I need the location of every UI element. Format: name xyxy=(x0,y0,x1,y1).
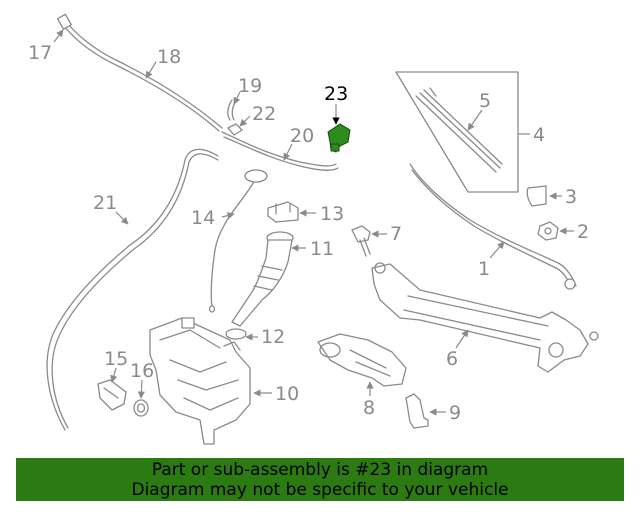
parts-diagram: 17 18 19 22 20 23 5 4 3 2 1 21 1 xyxy=(28,13,599,445)
callout-1: 1 xyxy=(478,258,490,280)
pump-15 xyxy=(97,379,127,411)
hose-21 xyxy=(46,148,219,431)
callouts: 17 18 19 22 20 23 5 4 3 2 1 21 1 xyxy=(28,29,589,424)
callout-17: 17 xyxy=(28,42,52,64)
callout-20: 20 xyxy=(290,125,314,147)
callout-14: 14 xyxy=(191,207,215,229)
seal-12 xyxy=(225,328,247,340)
hose-14 xyxy=(208,169,268,313)
callout-7: 7 xyxy=(390,223,402,245)
callout-23: 23 xyxy=(324,83,348,105)
callout-3: 3 xyxy=(565,186,577,208)
joint-22 xyxy=(227,123,243,136)
filler-neck-11 xyxy=(231,231,294,327)
bolt-9 xyxy=(405,393,429,429)
reservoir-tank-10 xyxy=(149,317,251,445)
wiper-motor-8 xyxy=(317,333,407,387)
wiper-arm-1 xyxy=(409,163,577,290)
callout-8: 8 xyxy=(363,397,375,419)
hose-end-17 xyxy=(56,13,72,30)
banner-line-1: Part or sub-assembly is #23 in diagram xyxy=(151,460,489,480)
hose-20 xyxy=(221,131,339,171)
callout-15: 15 xyxy=(104,348,128,370)
wiper-linkage-6 xyxy=(371,262,599,373)
callout-21: 21 xyxy=(93,192,117,214)
washer-nozzle-23 xyxy=(327,123,351,153)
nut-2 xyxy=(537,221,559,241)
wiper-blade-5 xyxy=(415,87,503,173)
cap-3 xyxy=(526,185,547,207)
bracket-13 xyxy=(267,201,299,223)
callout-13: 13 xyxy=(320,203,344,225)
callout-22: 22 xyxy=(252,103,276,125)
callout-9: 9 xyxy=(449,402,461,424)
callout-10: 10 xyxy=(275,383,299,405)
wiper-blade-box-4 xyxy=(395,71,519,193)
callout-6: 6 xyxy=(446,348,458,370)
bolt-7 xyxy=(351,225,371,257)
washer-hose-18 xyxy=(62,21,223,132)
info-banner: Part or sub-assembly is #23 in diagram D… xyxy=(16,458,624,501)
callout-19: 19 xyxy=(238,75,262,97)
callout-18: 18 xyxy=(157,46,181,68)
callout-11: 11 xyxy=(310,238,334,260)
callout-2: 2 xyxy=(577,221,589,243)
grommet-16 xyxy=(133,399,149,417)
callout-12: 12 xyxy=(261,326,285,348)
callout-16: 16 xyxy=(130,360,154,382)
callout-5: 5 xyxy=(479,90,491,112)
callout-4: 4 xyxy=(533,124,545,146)
banner-line-2: Diagram may not be specific to your vehi… xyxy=(131,480,509,500)
